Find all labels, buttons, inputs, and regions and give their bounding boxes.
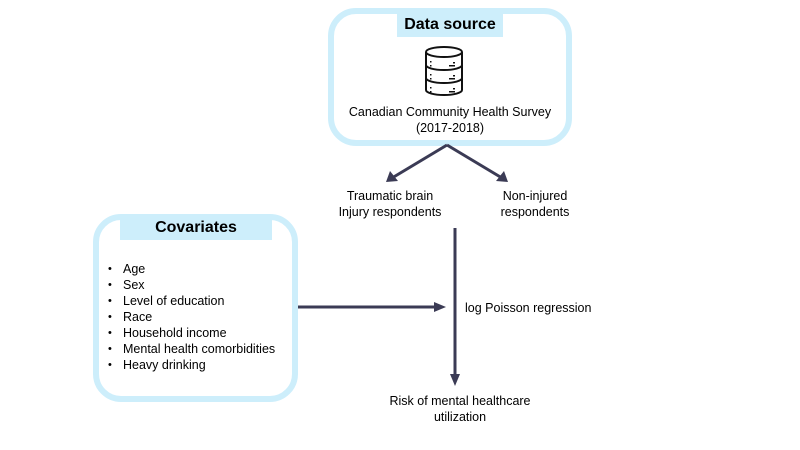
regression-arrow-head bbox=[450, 374, 460, 386]
covariate-item: Level of education bbox=[107, 293, 275, 309]
covariate-item: Mental health comorbidities bbox=[107, 341, 275, 357]
outcome-label-line1: Risk of mental healthcare bbox=[389, 394, 531, 408]
database-icon bbox=[425, 46, 463, 96]
covariate-item: Race bbox=[107, 309, 275, 325]
data-source-title: Data source bbox=[397, 13, 503, 37]
covariate-item: Heavy drinking bbox=[107, 357, 275, 373]
non-injured-label-line1: Non-injured bbox=[502, 189, 568, 203]
arrow-head-non-injured bbox=[496, 171, 508, 182]
tbi-group-label-line2: Injury respondents bbox=[338, 205, 442, 219]
covariate-item: Household income bbox=[107, 325, 275, 341]
covariate-item: Sex bbox=[107, 277, 275, 293]
covariates-list: Age Sex Level of education Race Househol… bbox=[107, 261, 275, 373]
survey-years: (2017-2018) bbox=[415, 121, 485, 135]
tbi-group-label-line1: Traumatic brain bbox=[346, 189, 434, 203]
arrow-to-non-injured bbox=[446, 143, 503, 180]
non-injured-label-line2: respondents bbox=[500, 205, 570, 219]
arrow-to-tbi bbox=[391, 143, 448, 180]
covariates-title: Covariates bbox=[120, 216, 272, 240]
outcome-label-line2: utilization bbox=[433, 410, 487, 424]
survey-name: Canadian Community Health Survey bbox=[348, 105, 552, 119]
covariate-item: Age bbox=[107, 261, 275, 277]
arrow-head-tbi bbox=[386, 171, 398, 182]
covariates-arrow-head bbox=[434, 302, 446, 312]
method-label: log Poisson regression bbox=[465, 301, 592, 315]
